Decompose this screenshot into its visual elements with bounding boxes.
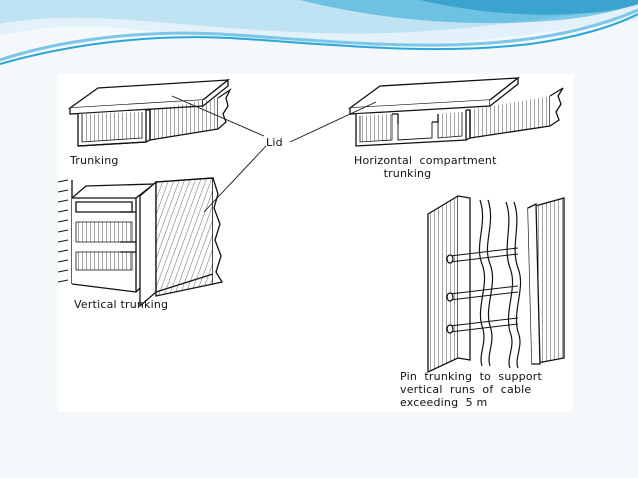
trunking-label: Trunking xyxy=(70,154,119,167)
pin-trunking-label: Pin trunking to support vertical runs of… xyxy=(400,370,543,409)
vertical-trunking-drawing xyxy=(58,177,224,308)
vertical-trunking-label: Vertical trunking xyxy=(74,298,169,311)
trunking-figure-panel: Lid Trunking Horizontal compartment trun… xyxy=(58,74,573,412)
lid-leader-lines xyxy=(171,95,377,213)
pin-trunking-drawing xyxy=(427,194,565,374)
lid-label: Lid xyxy=(266,136,283,149)
horizontal-compartment-trunking-label: Horizontal compartment trunking xyxy=(354,154,497,180)
plain-trunking-drawing xyxy=(67,78,232,147)
horizontal-compartment-trunking-drawing xyxy=(347,76,564,147)
trunking-diagram xyxy=(58,76,565,374)
